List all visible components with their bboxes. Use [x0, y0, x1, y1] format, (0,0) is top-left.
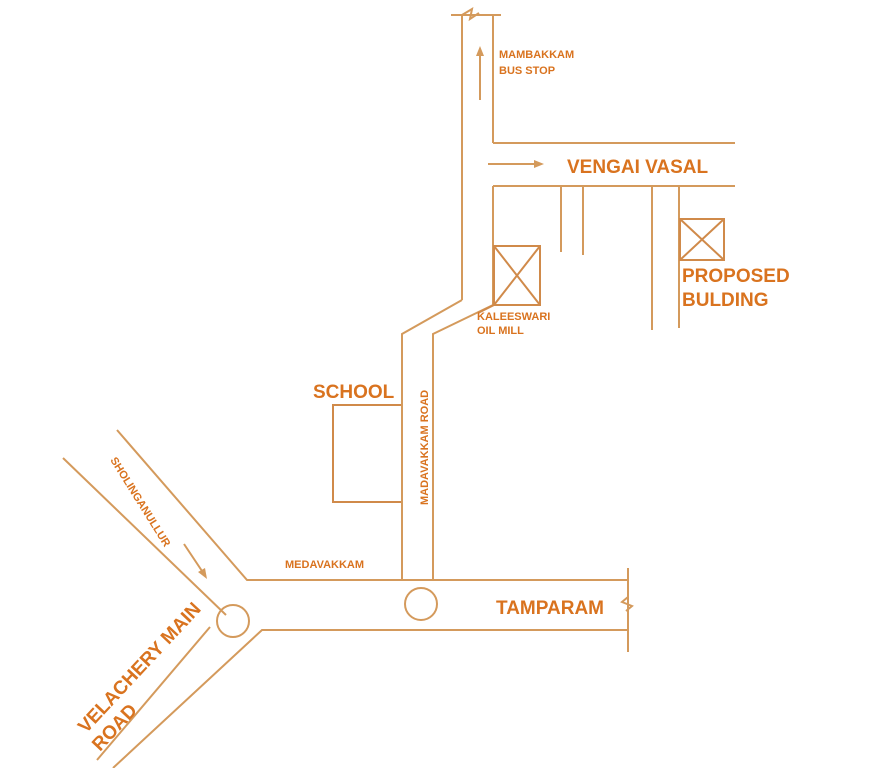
- mambakkam-label-2: BUS STOP: [499, 65, 555, 77]
- proposed-label-1: PROPOSED: [682, 266, 790, 287]
- vengai-vasal-road: [492, 142, 735, 330]
- madavakkam-road: [401, 299, 494, 580]
- medavakkam-label: MEDAVAKKAM: [285, 559, 364, 571]
- velachery-junction-circle: [216, 604, 250, 638]
- kaleeswari-label-2: OIL MILL: [477, 325, 524, 337]
- madavakkam-junction-circle: [404, 587, 438, 621]
- southeast-arrow-icon: [183, 543, 207, 579]
- tamparam-label: TAMPARAM: [496, 598, 604, 619]
- school-label: SCHOOL: [313, 382, 395, 403]
- east-arrow-icon: [488, 160, 544, 168]
- north-arrow-icon: [476, 46, 484, 100]
- vengai-vasal-label: VENGAI VASAL: [567, 157, 709, 178]
- school-marker: [332, 404, 401, 503]
- proposed-building-marker: [679, 218, 725, 261]
- velachery-label-1: VELACHERY MAIN: [74, 599, 205, 738]
- mambakkam-label-1: MAMBAKKAM: [499, 49, 574, 61]
- kaleeswari-label-1: KALEESWARI: [477, 311, 550, 323]
- kaleeswari-oil-mill-marker: [477, 245, 541, 314]
- sholinganullur-label: SHOLINGANULLUR: [107, 455, 172, 549]
- proposed-label-2: BULDING: [682, 290, 769, 311]
- tamparam-road: [62, 429, 634, 768]
- mambakkam-road: [451, 6, 501, 300]
- madavakkam-road-label: MADAVAKKAM ROAD: [419, 390, 431, 505]
